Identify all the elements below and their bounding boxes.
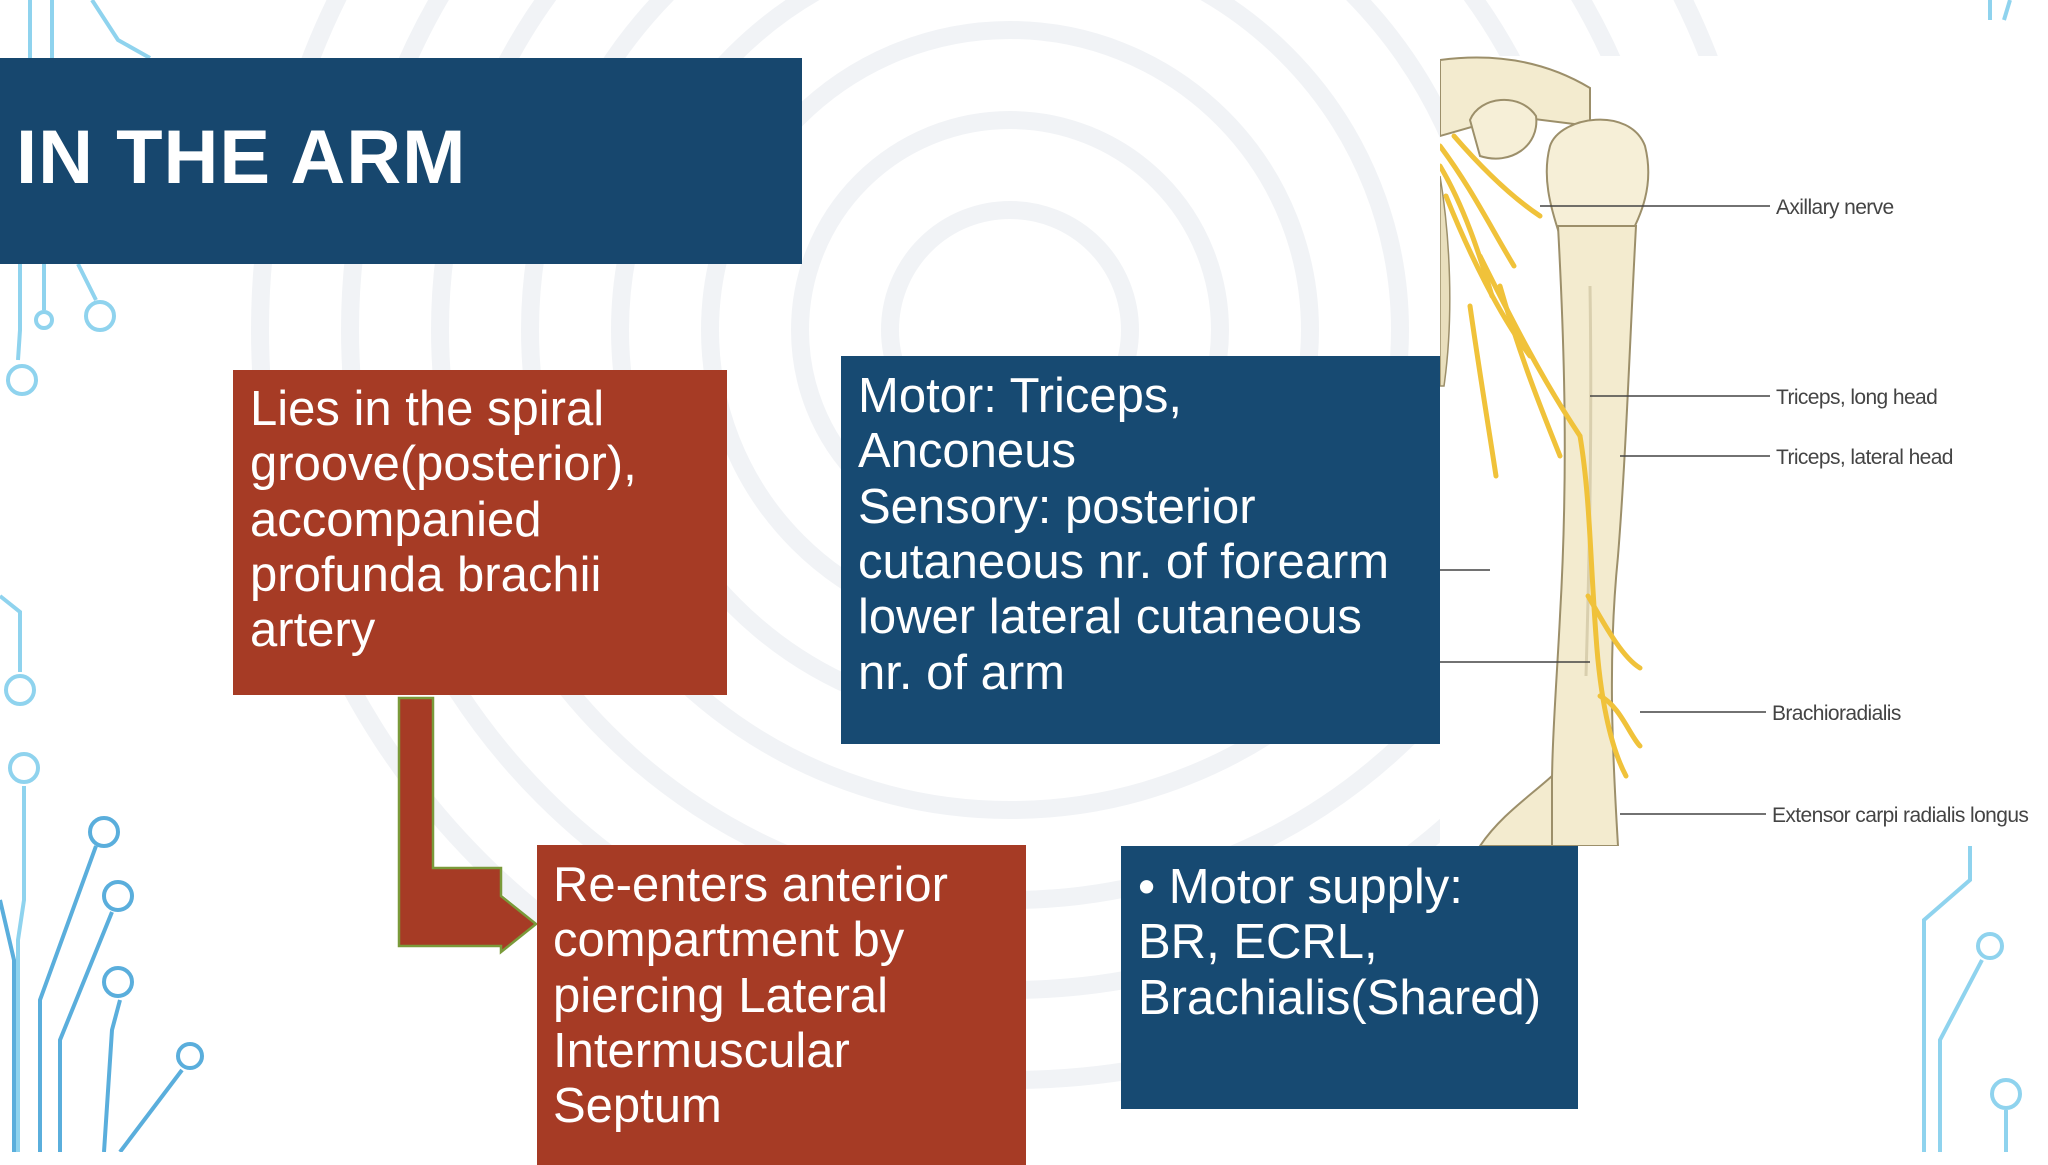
motor-supply-box: • Motor supply: BR, ECRL, Brachialis(Sha…	[1121, 846, 1578, 1109]
course-line: accompanied	[250, 492, 542, 547]
reenter-line: Septum	[553, 1079, 722, 1134]
course-line: groove(posterior),	[250, 437, 637, 492]
reenter-text-box: Re-enters anterior compartment by pierci…	[537, 845, 1026, 1165]
course-line: Lies in the spiral	[250, 382, 605, 436]
radial-nerve-branches	[1440, 133, 1643, 779]
motor-line: Motor supply:	[1168, 860, 1463, 914]
bent-arrow-shape	[397, 696, 539, 955]
label-axillary-nerve: Axillary nerve	[1776, 196, 1894, 219]
motor-line: Brachialis(Shared)	[1138, 970, 1542, 1025]
reenter-line: compartment by	[553, 913, 905, 968]
label-leader-lines	[1440, 205, 1770, 815]
motor-line: BR, ECRL,	[1138, 915, 1378, 970]
reenter-line: Re-enters anterior	[553, 858, 948, 912]
bent-arrow	[397, 696, 539, 955]
circuit-traces-left	[0, 594, 40, 1152]
supply-line: nr. of arm	[858, 645, 1065, 700]
supply-line: Motor: Triceps,	[858, 369, 1183, 423]
label-triceps-long-head: Triceps, long head	[1776, 386, 1937, 409]
supply-text-box: Motor: Triceps, Anconeus Sensory: poster…	[841, 356, 1444, 744]
humerus-nerve-figure: Axillary nerve Triceps, long head Tricep…	[1440, 56, 2032, 846]
label-extensor-carpi-radialis-longus: Extensor carpi radialis longus	[1772, 804, 2028, 827]
title-bar	[0, 58, 802, 264]
supply-line: Sensory: posterior	[858, 479, 1256, 534]
supply-line: lower lateral cutaneous	[858, 590, 1362, 645]
slide-title: IN THE ARM	[16, 115, 467, 200]
circuit-traces-right	[1922, 0, 2022, 1152]
motor-line-first: • Motor supply:	[1138, 860, 1561, 915]
bullet-glyph: •	[1138, 860, 1156, 914]
label-brachioradialis: Brachioradialis	[1772, 702, 1901, 725]
reenter-line: Intermuscular	[553, 1024, 850, 1079]
supply-line: Anconeus	[858, 424, 1076, 479]
course-line: artery	[250, 603, 376, 658]
reenter-line: piercing Lateral	[553, 968, 889, 1023]
humerus-bone-illustration	[1440, 56, 1650, 846]
supply-line: cutaneous nr. of forearm	[858, 535, 1390, 590]
course-text-box: Lies in the spiral groove(posterior), ac…	[233, 370, 727, 695]
course-line: profunda brachii	[250, 548, 602, 603]
circuit-traces-top-left	[6, 0, 151, 396]
label-triceps-lateral-head: Triceps, lateral head	[1776, 446, 1953, 469]
circuit-traces-bottom-left	[0, 816, 204, 1152]
